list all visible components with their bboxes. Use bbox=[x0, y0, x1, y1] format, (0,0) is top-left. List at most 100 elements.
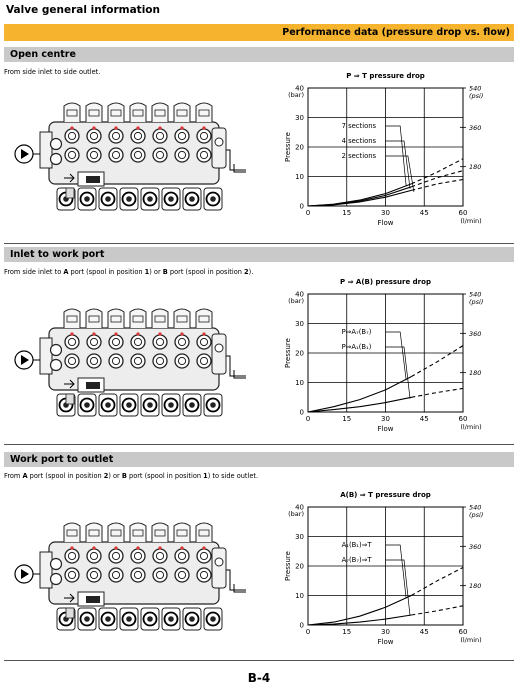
actuator-center bbox=[168, 196, 174, 202]
description-fragment: port (spool in position bbox=[126, 472, 204, 480]
y-tick-label: 10 bbox=[295, 173, 304, 181]
inlet-port bbox=[49, 358, 63, 372]
spool-handle bbox=[173, 308, 191, 328]
handle-slot bbox=[110, 529, 122, 537]
work-port bbox=[174, 548, 190, 564]
spool-handle bbox=[129, 522, 147, 542]
work-port bbox=[174, 334, 190, 350]
x-tick-label: 60 bbox=[459, 628, 468, 636]
spool-handle bbox=[151, 308, 169, 328]
spool-handle bbox=[129, 102, 147, 122]
work-port bbox=[86, 334, 102, 350]
flow-arrow-icon bbox=[64, 173, 75, 183]
handle-slot bbox=[198, 109, 210, 117]
y-tick-label: 0 bbox=[300, 409, 304, 417]
series-line-dashed bbox=[411, 387, 464, 398]
spool-handle bbox=[151, 102, 169, 122]
work-port bbox=[152, 334, 168, 350]
description-fragment: ). bbox=[248, 268, 254, 276]
inlet-port bbox=[49, 557, 63, 571]
port-bore bbox=[67, 131, 77, 141]
x-unit-label: (l/min) bbox=[460, 217, 481, 225]
handle-slot bbox=[132, 529, 144, 537]
actuator-center bbox=[84, 616, 90, 622]
actuator-center bbox=[105, 196, 111, 202]
x-tick-label: 30 bbox=[381, 628, 390, 636]
port-bore bbox=[155, 150, 165, 160]
actuator-center bbox=[147, 196, 153, 202]
description-fragment: From side inlet to bbox=[4, 268, 64, 276]
work-port bbox=[130, 353, 146, 369]
description-fragment: B bbox=[121, 472, 127, 480]
port-bore bbox=[155, 337, 165, 347]
handle-slot bbox=[88, 315, 100, 323]
actuator-center bbox=[189, 196, 195, 202]
spool-handle bbox=[195, 102, 213, 122]
series-leader-line bbox=[385, 155, 415, 192]
port-bore bbox=[67, 150, 77, 160]
port-bore bbox=[111, 356, 121, 366]
port-marker bbox=[202, 126, 206, 130]
spool-handle bbox=[107, 308, 125, 328]
adjuster-screw bbox=[65, 393, 75, 405]
x-tick-label: 15 bbox=[342, 209, 351, 217]
valve-diagram bbox=[14, 102, 246, 211]
inlet-block bbox=[39, 131, 53, 169]
port-marker bbox=[136, 126, 140, 130]
port-bore bbox=[89, 150, 99, 160]
port-marker bbox=[180, 546, 184, 550]
series-label: 7 sections bbox=[342, 122, 377, 130]
work-port bbox=[130, 128, 146, 144]
x-axis-label: Flow bbox=[378, 219, 394, 227]
y-tick-label: 40 bbox=[295, 504, 304, 512]
actuator-center bbox=[126, 402, 132, 408]
outlet-port bbox=[214, 137, 224, 147]
actuator-center bbox=[147, 402, 153, 408]
flow-arrow-icon bbox=[64, 379, 75, 389]
description-fragment: B bbox=[162, 268, 168, 276]
work-port bbox=[174, 128, 190, 144]
port-bore bbox=[111, 337, 121, 347]
work-port bbox=[196, 334, 212, 350]
y-tick-label: 40 bbox=[295, 291, 304, 299]
work-port bbox=[196, 147, 212, 163]
inlet-port bbox=[49, 137, 63, 151]
psi-unit-label: (psi) bbox=[469, 511, 483, 519]
psi-tick-label: 540 bbox=[469, 85, 481, 93]
handle-slot bbox=[88, 529, 100, 537]
series-label: P⇒A₁(B₁) bbox=[342, 343, 372, 351]
work-port bbox=[64, 548, 80, 564]
work-port bbox=[196, 128, 212, 144]
port-bore bbox=[155, 356, 165, 366]
actuator-center bbox=[126, 196, 132, 202]
work-port bbox=[174, 147, 190, 163]
y-tick-label: 10 bbox=[295, 592, 304, 600]
port-marker bbox=[70, 332, 74, 336]
actuator-center bbox=[147, 616, 153, 622]
work-port bbox=[108, 353, 124, 369]
y-tick-label: 0 bbox=[300, 622, 304, 630]
work-port bbox=[152, 567, 168, 583]
port-bore bbox=[177, 551, 187, 561]
port-marker bbox=[180, 126, 184, 130]
actuator-center bbox=[84, 402, 90, 408]
handle-slot bbox=[132, 315, 144, 323]
section-heading-inlet-to-work-port: Inlet to work port bbox=[4, 247, 514, 262]
actuator-center bbox=[189, 402, 195, 408]
port-bore bbox=[89, 551, 99, 561]
relief-valve-label bbox=[86, 176, 100, 183]
end-cap bbox=[211, 547, 227, 589]
spool-handle bbox=[85, 522, 103, 542]
x-tick-label: 60 bbox=[459, 415, 468, 423]
psi-unit-label: (psi) bbox=[469, 298, 483, 306]
work-port bbox=[86, 548, 102, 564]
work-port bbox=[86, 147, 102, 163]
port-bore bbox=[133, 150, 143, 160]
work-port bbox=[108, 334, 124, 350]
series-leader-line bbox=[385, 125, 407, 187]
port-marker bbox=[114, 126, 118, 130]
port-bore bbox=[89, 337, 99, 347]
actuator-center bbox=[84, 196, 90, 202]
x-axis-label: Flow bbox=[378, 425, 394, 433]
relief-valve-label bbox=[86, 596, 100, 603]
